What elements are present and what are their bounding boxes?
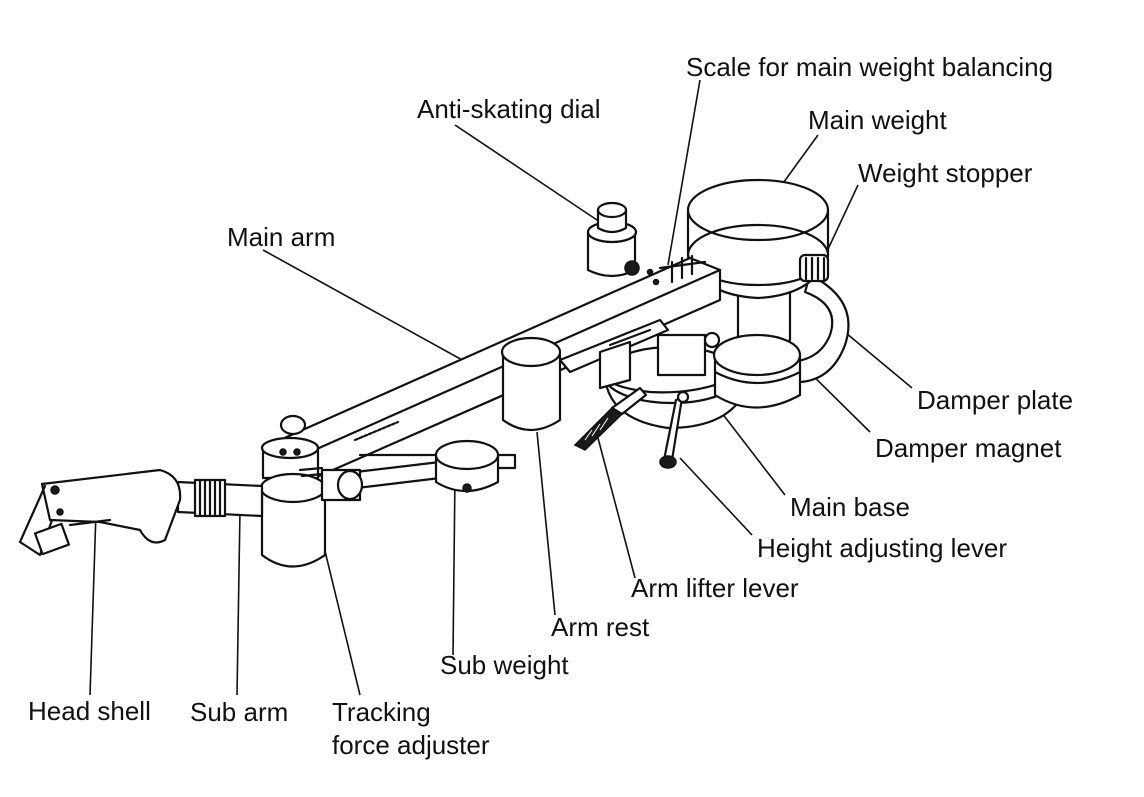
sub-weight-drawing [328, 439, 517, 493]
leader-head-shell [89, 511, 97, 696]
leader-anti-skating [454, 124, 601, 223]
label-anti-skating-dial: Anti-skating dial [417, 94, 601, 124]
arm-rest-drawing [500, 336, 562, 431]
label-tracking-force-adjuster-line1: Tracking [332, 697, 431, 727]
leader-arm-rest [536, 431, 556, 616]
label-main-weight: Main weight [808, 105, 947, 135]
label-arm-lifter-lever: Arm lifter lever [631, 573, 799, 603]
label-scale-for-main-weight-balancing: Scale for main weight balancing [686, 52, 1054, 82]
label-main-arm: Main arm [227, 222, 336, 252]
leader-height-adjusting [679, 457, 753, 536]
leader-arm-lifter [597, 437, 636, 579]
arm-lifter-lever-drawing [573, 386, 648, 451]
label-arm-rest: Arm rest [551, 612, 650, 642]
label-damper-magnet: Damper magnet [875, 433, 1062, 463]
main-arm-drawing [278, 254, 722, 482]
tracking-force-drawing [259, 414, 364, 568]
leader-scale [667, 79, 701, 266]
leader-damper-plate [839, 327, 913, 389]
leader-sub-arm [236, 509, 241, 696]
label-height-adjusting-lever: Height adjusting lever [757, 533, 1008, 563]
label-damper-plate: Damper plate [917, 385, 1074, 415]
leader-main-base [717, 407, 786, 496]
head-shell-drawing [18, 468, 182, 557]
anti-skating-dial-drawing [586, 201, 640, 278]
sub-arm-drawing [176, 478, 264, 518]
damper-magnet-drawing [703, 331, 802, 409]
label-sub-weight: Sub weight [440, 650, 569, 680]
leader-sub-weight [452, 474, 456, 656]
height-lever-drawing [659, 390, 690, 469]
label-tracking-force-adjuster-line2: force adjuster [332, 730, 490, 760]
label-weight-stopper: Weight stopper [858, 158, 1033, 188]
label-head-shell: Head shell [28, 696, 151, 726]
leader-lines [89, 79, 913, 696]
label-main-base: Main base [790, 492, 910, 522]
leader-main-arm [262, 249, 485, 373]
arm-lifter-drawing [558, 318, 670, 390]
label-sub-arm: Sub arm [190, 697, 289, 727]
